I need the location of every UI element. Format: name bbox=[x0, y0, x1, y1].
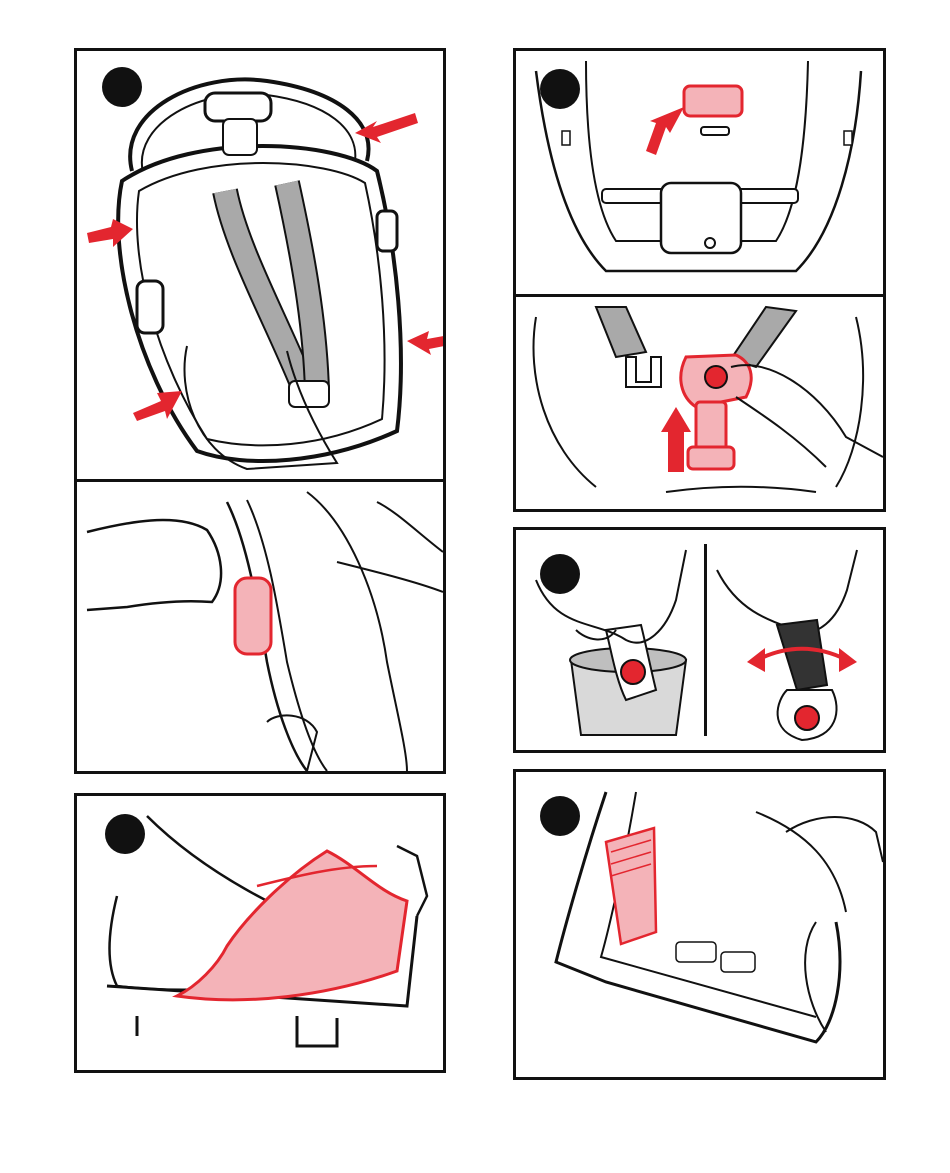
seat-shell-illustration bbox=[77, 51, 443, 479]
hand-removing-side-pad-illustration bbox=[77, 482, 443, 771]
buckle-shake-drawing bbox=[707, 530, 883, 750]
buckle-press-illustration bbox=[516, 297, 883, 509]
step-panel-buckle-release bbox=[513, 48, 886, 512]
buckle-shake-illustration bbox=[707, 530, 883, 750]
step-panel-seat-overview bbox=[74, 48, 446, 774]
hand-pad-drawing bbox=[77, 482, 443, 771]
seat-shell-drawing bbox=[77, 51, 443, 479]
seat-base-release-illustration bbox=[516, 51, 883, 294]
pad-lift-drawing bbox=[77, 796, 443, 1070]
buckle-in-cup-drawing bbox=[516, 530, 704, 750]
buckle-soak-illustration bbox=[516, 530, 704, 750]
buckle-hand-drawing bbox=[516, 297, 883, 509]
manual-storage-drawing bbox=[516, 772, 883, 1077]
seat-base-drawing bbox=[516, 51, 883, 294]
step-panel-remove-pad bbox=[74, 793, 446, 1073]
step-panel-instruction-storage bbox=[513, 769, 886, 1080]
step-panel-clean-buckle bbox=[513, 527, 886, 753]
